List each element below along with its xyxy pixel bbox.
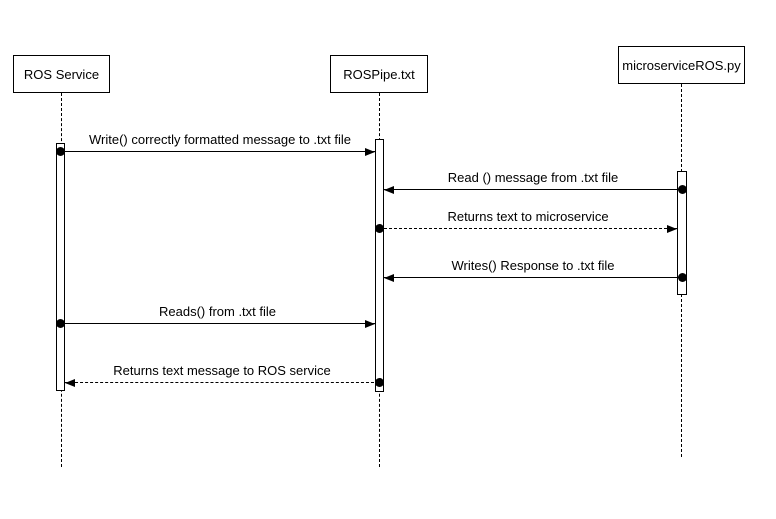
message-origin-dot-2 [375,224,384,233]
message-label-5: Returns text message to ROS service [113,363,331,378]
message-label-0: Write() correctly formatted message to .… [89,132,351,147]
message-line-4 [60,323,375,324]
activation-bar-rospipe-txt [375,139,384,392]
message-label-3: Writes() Response to .txt file [451,258,615,273]
message-origin-dot-3 [678,273,687,282]
arrowhead-icon-0 [365,147,375,156]
participant-box-ros-service: ROS Service [13,55,110,93]
arrowhead-icon-5 [65,378,75,387]
arrowhead-icon-4 [365,319,375,328]
arrowhead-icon-2 [667,224,677,233]
arrowhead-icon-1 [384,185,394,194]
message-origin-dot-5 [375,378,384,387]
message-line-1 [384,189,682,190]
message-line-2 [379,228,677,229]
message-origin-dot-0 [56,147,65,156]
message-origin-dot-4 [56,319,65,328]
arrowhead-icon-3 [384,273,394,282]
activation-bar-ros-service [56,143,65,391]
message-label-4: Reads() from .txt file [158,304,277,319]
message-label-1: Read () message from .txt file [447,170,619,185]
participant-box-rospipe-txt: ROSPipe.txt [330,55,428,93]
message-label-2: Returns text to microservice [447,209,609,224]
message-line-3 [384,277,682,278]
message-line-5 [65,382,379,383]
message-origin-dot-1 [678,185,687,194]
message-line-0 [65,151,375,152]
activation-bar-microservice-ros-py [677,171,687,295]
participant-box-microservice-ros-py: microserviceROS.py [618,46,745,84]
